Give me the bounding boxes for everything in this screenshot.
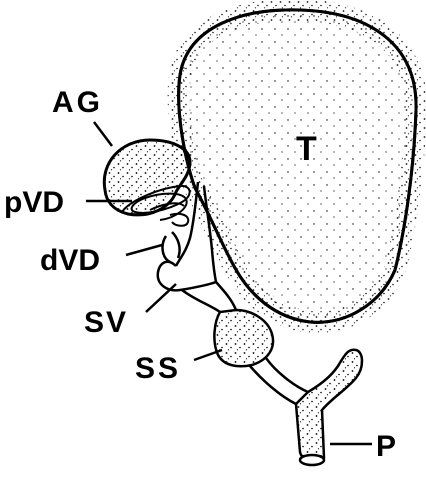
- leader-sv: [146, 284, 176, 312]
- sperm-sac-organ: [214, 310, 273, 366]
- ejaculatory-duct: [250, 358, 308, 404]
- leader-dvd: [126, 245, 162, 255]
- label-testis: T: [296, 130, 317, 168]
- leader-ag: [94, 122, 112, 146]
- label-proximal-vas-deferens: pVD: [4, 186, 64, 219]
- label-accessory-gland: AG: [52, 86, 103, 119]
- label-sperm-sac: SS: [135, 352, 181, 385]
- label-seminal-vesicle: SV: [84, 306, 128, 339]
- penis-organ: [296, 350, 362, 465]
- label-penis: P: [376, 430, 396, 463]
- label-distal-vas-deferens: dVD: [40, 244, 100, 277]
